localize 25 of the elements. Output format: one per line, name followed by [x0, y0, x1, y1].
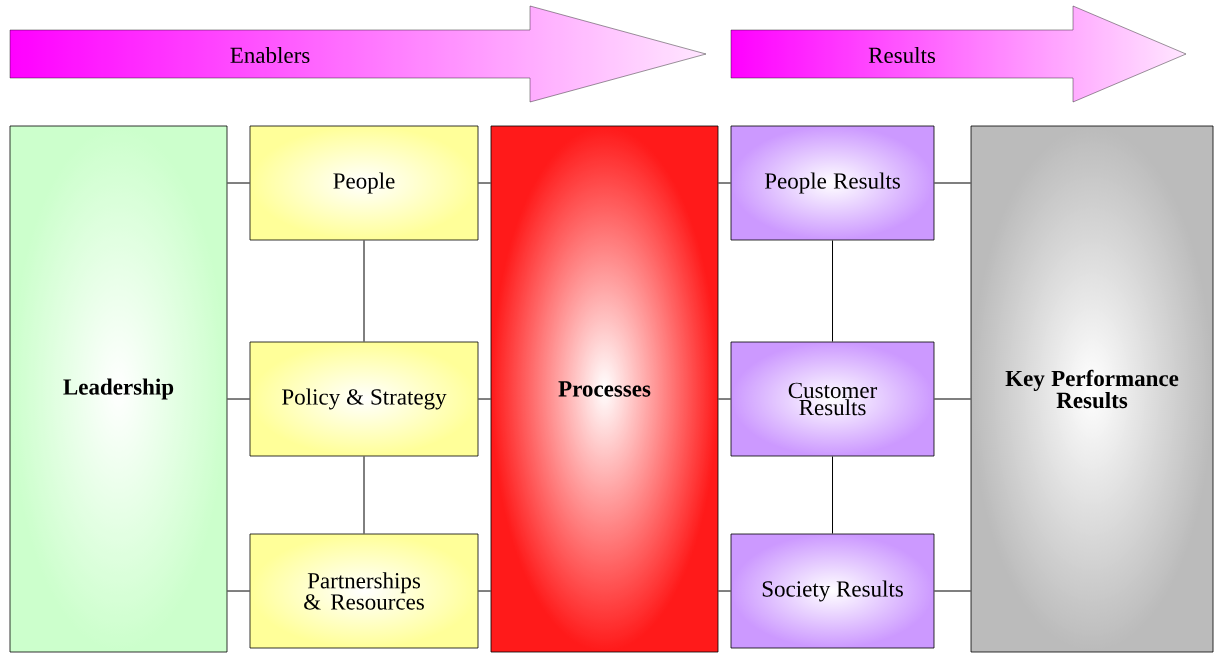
column-box: Key Performance Results: [970, 125, 1214, 653]
connector-line: [933, 590, 972, 592]
connector-line: [832, 455, 833, 535]
column-box: Leadership: [9, 125, 228, 653]
connector-line: [477, 182, 492, 184]
connector-line: [226, 182, 251, 184]
criterion-box: Society Results: [730, 533, 935, 649]
connector-line: [832, 239, 833, 343]
connector-line: [226, 590, 251, 592]
criterion-box: People Results: [730, 125, 935, 241]
criterion-box: Policy & Strategy: [249, 341, 479, 457]
criterion-box: People: [249, 125, 479, 241]
connector-line: [226, 398, 251, 400]
connector-line: [363, 239, 365, 343]
criterion-box: Partnerships & Resources: [249, 533, 479, 649]
criterion-box: Customer Results: [730, 341, 935, 457]
column-box: Processes: [490, 125, 719, 653]
connector-line: [477, 398, 492, 400]
connector-line: [717, 182, 732, 184]
connector-line: [363, 455, 365, 535]
connector-line: [933, 398, 972, 400]
connector-line: [717, 398, 732, 400]
connector-line: [933, 182, 972, 184]
connector-line: [477, 590, 492, 592]
connector-line: [717, 590, 732, 592]
